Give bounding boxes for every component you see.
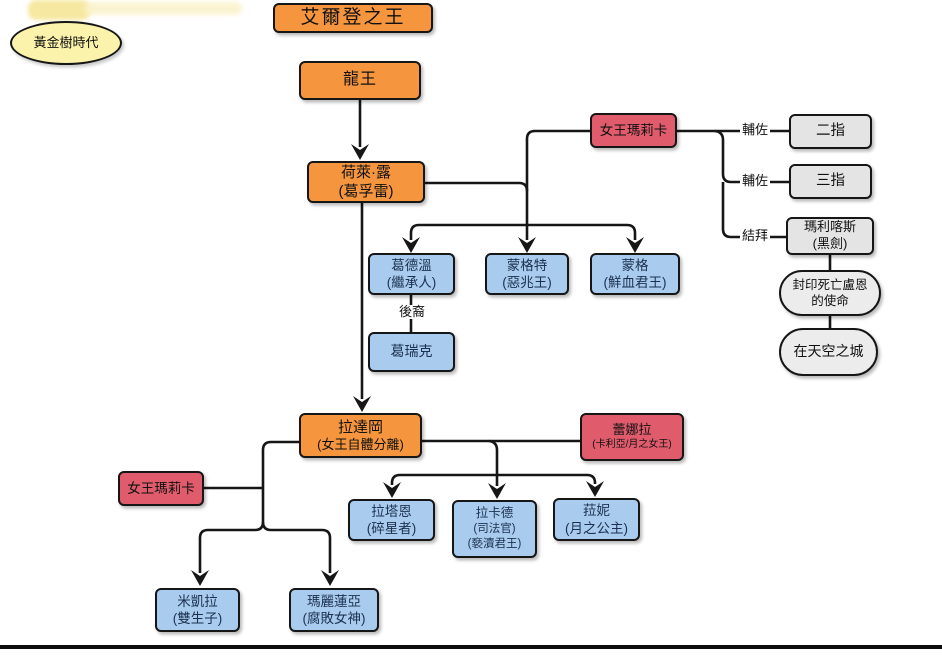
node-label: 女王瑪莉卡 xyxy=(599,122,668,138)
node-label: 瑪麗蓮亞 xyxy=(307,593,361,609)
node-label: 拉塔恩 xyxy=(371,503,412,519)
arrowhead xyxy=(626,237,644,253)
node-sublabel: (雙生子) xyxy=(172,611,223,626)
node-elden-lord: 艾爾登之王 xyxy=(273,3,433,33)
node-death-rune-mission: 封印死亡盧恩 的使命 xyxy=(779,270,881,316)
node-sublabel: (女王自體分離) xyxy=(317,436,404,452)
node-sublabel: (月之公主) xyxy=(565,520,628,536)
node-label: 龍王 xyxy=(342,71,377,89)
node-ranni: 菈妮 (月之公主) xyxy=(553,498,640,541)
node-label: 蒙格特 xyxy=(506,257,548,273)
arrowhead xyxy=(488,483,506,499)
node-sublabel: (褻瀆君王) xyxy=(467,538,522,551)
node-label: 蕾娜拉 xyxy=(612,422,652,438)
edge-trunk-to-miquella xyxy=(198,521,265,573)
erased-watermark-smudge xyxy=(84,2,242,15)
arrowhead xyxy=(321,570,339,586)
edge-label-descendant: 後裔 xyxy=(397,304,428,320)
edge-drop-to-radahn xyxy=(390,473,497,485)
node-sublabel: (腐敗女神) xyxy=(302,611,366,626)
node-godrick: 葛瑞克 xyxy=(368,332,455,372)
edge-drop-to-ranni xyxy=(497,473,597,484)
node-queen-marika-top: 女王瑪莉卡 xyxy=(590,113,677,148)
edge-label-assist-1: 輔佐 xyxy=(740,122,771,138)
node-sublabel: (碎星者) xyxy=(366,521,417,536)
node-label: 封印死亡盧恩 xyxy=(792,278,868,292)
node-label: 艾爾登之王 xyxy=(300,6,406,28)
edge-marika-to-maliketh xyxy=(721,182,786,239)
erased-watermark-smudge xyxy=(28,0,90,20)
edge-couple-to-drop xyxy=(488,439,499,475)
arrowhead xyxy=(191,570,209,586)
node-sublabel: (鮮血君王) xyxy=(603,275,667,290)
arrowhead xyxy=(402,237,420,253)
edge-label-assist-2: 輔佐 xyxy=(740,173,771,189)
era-badge-label: 黃金樹時代 xyxy=(33,34,99,50)
node-sublabel: (黑劍) xyxy=(812,236,848,251)
node-mohg: 蒙格 (鮮血君王) xyxy=(590,253,680,295)
node-three-fingers: 三指 xyxy=(789,164,872,199)
node-rykard: 拉卡德 (司法官) (褻瀆君王) xyxy=(452,500,537,558)
node-label: 女王瑪莉卡 xyxy=(127,480,195,496)
node-label: 蒙格 xyxy=(621,257,649,273)
node-sky-city: 在天空之城 xyxy=(779,328,878,376)
node-sublabel: 的使命 xyxy=(811,294,849,308)
edge-godfrey-to-trunk xyxy=(425,181,529,192)
node-godfrey: 荷萊·露 (葛孚雷) xyxy=(307,161,425,203)
edge-marika-to-trunk xyxy=(525,129,590,225)
node-label: 二指 xyxy=(816,123,845,140)
node-sublabel: (葛孚雷) xyxy=(338,183,394,200)
edge-trunk-to-mohg xyxy=(527,223,637,240)
edge-label-sworn: 結拜 xyxy=(740,228,771,244)
node-label: 拉達岡 xyxy=(337,418,383,436)
edge-trunk-to-malenia xyxy=(261,521,332,573)
edge-marika-to-threefingers xyxy=(714,129,789,184)
node-sublabel: (卡利亞/月之女王) xyxy=(592,438,672,450)
node-malenia: 瑪麗蓮亞 (腐敗女神) xyxy=(289,588,379,632)
node-label: 在天空之城 xyxy=(793,343,864,360)
edge-trunk-to-godwyn xyxy=(409,223,527,240)
node-queen-marika-bottom: 女王瑪莉卡 xyxy=(118,471,204,506)
node-label: 瑪利喀斯 xyxy=(803,219,856,235)
node-morgott: 蒙格特 (惡兆王) xyxy=(485,253,569,295)
node-label: 三指 xyxy=(816,173,845,190)
era-badge: 黃金樹時代 xyxy=(10,21,122,65)
arrowhead xyxy=(351,144,369,160)
arrowhead xyxy=(383,482,401,498)
node-godwyn: 葛德溫 (繼承人) xyxy=(368,253,455,295)
edge-radagon-to-left-trunk xyxy=(261,440,299,522)
node-sublabel: (惡兆王) xyxy=(502,275,552,290)
node-maliketh: 瑪利喀斯 (黑劍) xyxy=(786,217,874,255)
node-radagon: 拉達岡 (女王自體分離) xyxy=(299,413,422,458)
arrowhead xyxy=(518,237,536,253)
node-dragon-king: 龍王 xyxy=(299,61,421,100)
node-label: 荷萊·露 xyxy=(341,163,391,181)
node-label: 葛瑞克 xyxy=(390,343,433,360)
node-miquella: 米凱拉 (雙生子) xyxy=(155,588,240,632)
node-label: 菈妮 xyxy=(583,503,610,519)
node-label: 拉卡德 xyxy=(475,506,514,521)
arrowhead xyxy=(353,396,371,412)
node-sublabel: (繼承人) xyxy=(386,275,437,290)
node-label: 米凱拉 xyxy=(177,593,218,609)
bottom-divider xyxy=(0,645,942,649)
arrowhead xyxy=(586,481,604,497)
node-rennala: 蕾娜拉 (卡利亞/月之女王) xyxy=(580,413,684,461)
node-sublabel: (司法官) xyxy=(473,522,516,535)
node-label: 葛德溫 xyxy=(391,257,432,273)
node-radahn: 拉塔恩 (碎星者) xyxy=(348,499,435,541)
node-two-fingers: 二指 xyxy=(789,114,872,149)
